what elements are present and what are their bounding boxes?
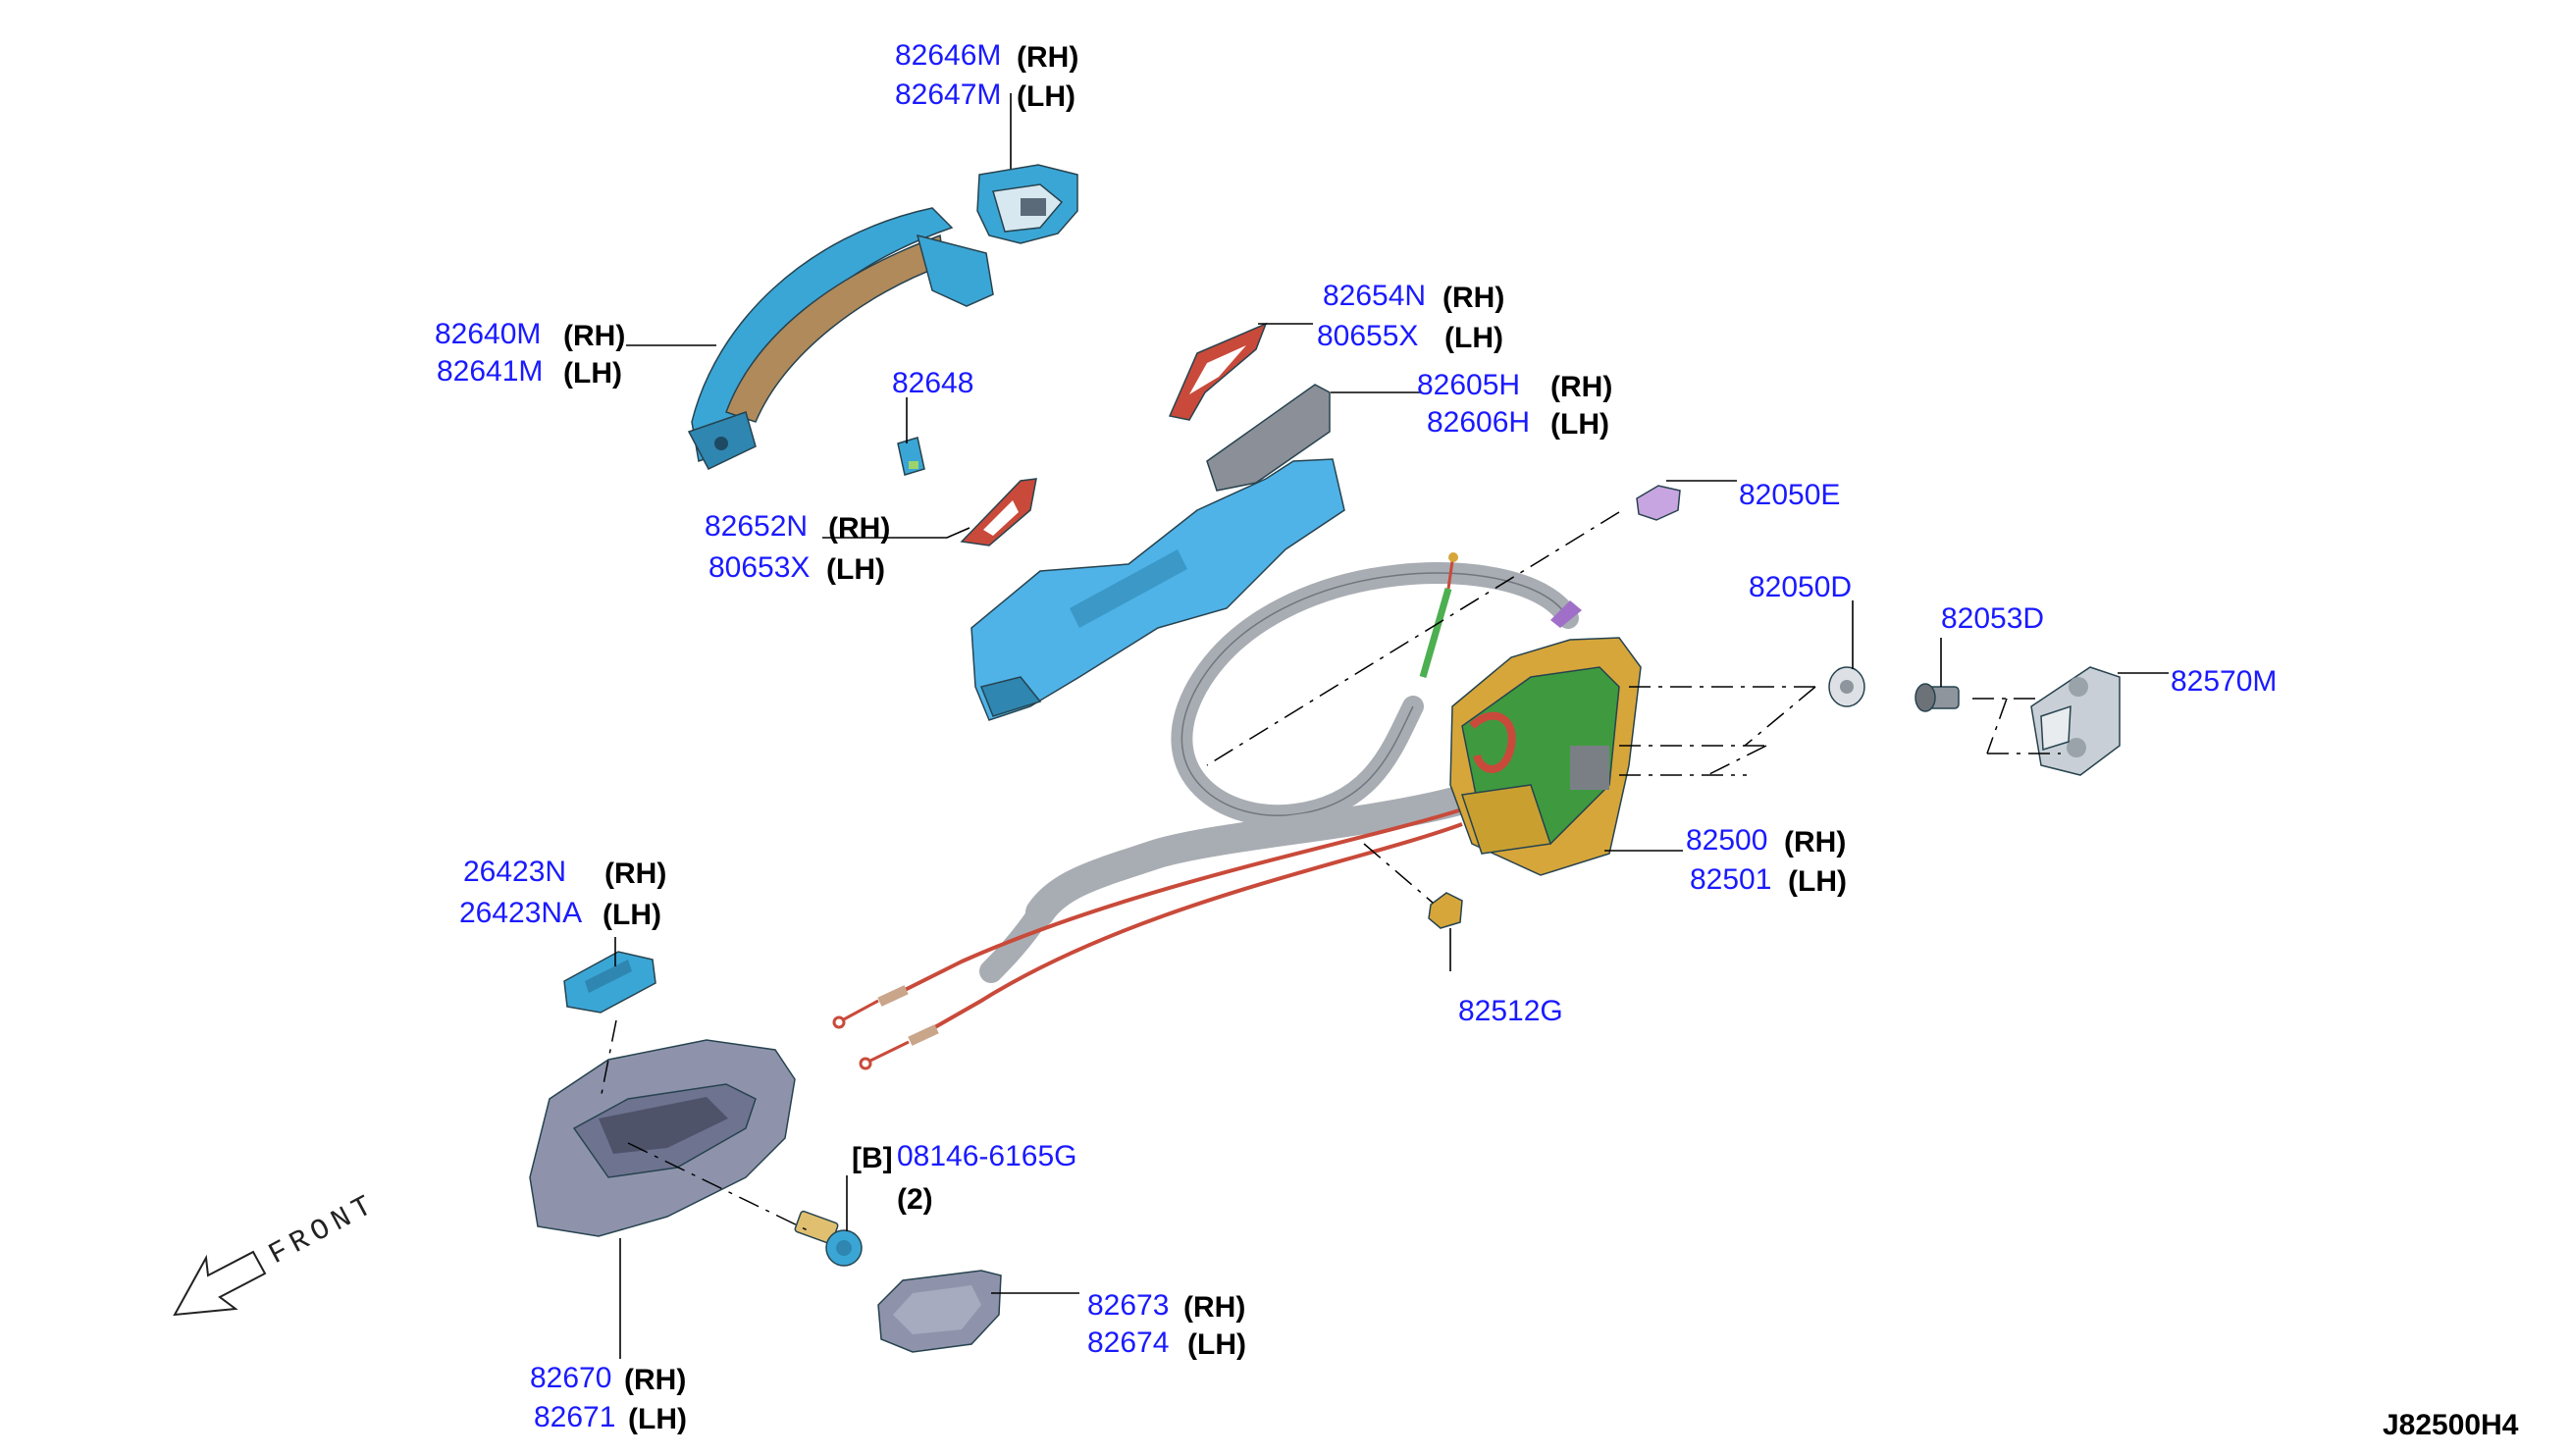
inner-handle-cover-part	[877, 1270, 1002, 1353]
grommet-part	[1828, 666, 1865, 707]
outer-handle-lh-tag: (LH)	[563, 357, 622, 390]
striker-part	[2030, 666, 2121, 776]
door-lock-actuator-part	[1449, 600, 1642, 876]
rear-gasket-part	[1168, 322, 1268, 421]
clip-part	[897, 437, 925, 476]
outer-cover-lh-tag: (LH)	[1017, 80, 1075, 113]
outer-cover-rh-tag: (RH)	[1017, 41, 1078, 74]
rear-gasket-lh-pn[interactable]: 80655X	[1317, 320, 1418, 352]
front-arrow-icon	[173, 1250, 267, 1317]
front-gasket-part	[960, 478, 1037, 546]
inner-cover-rh-tag: (RH)	[1183, 1291, 1245, 1324]
front-gasket-rh-tag: (RH)	[828, 512, 890, 545]
bolt-pn[interactable]: 08146-6165G	[897, 1140, 1077, 1172]
lock-actuator-lh-tag: (LH)	[1788, 865, 1847, 898]
lock-cable-part	[1171, 552, 1579, 827]
grommet-pn[interactable]: 82050D	[1749, 571, 1852, 603]
outer-handle-lh-pn[interactable]: 82641M	[437, 355, 543, 388]
rear-gasket-lh-tag: (LH)	[1444, 322, 1503, 354]
rear-gasket-rh-pn[interactable]: 82654N	[1323, 280, 1426, 312]
diagram-code: J82500H4	[2383, 1409, 2519, 1441]
outer-handle-part	[687, 207, 994, 470]
inner-escutcheon-part	[563, 951, 656, 1014]
inner-escutcheon-rh-tag: (RH)	[604, 858, 666, 890]
outer-cover-rh-pn[interactable]: 82646M	[895, 39, 1001, 72]
inner-escutcheon-rh-pn[interactable]: 26423N	[463, 856, 566, 888]
rod-holder-pn[interactable]: 82050E	[1739, 479, 1840, 511]
bracket-rh-pn[interactable]: 82605H	[1417, 369, 1520, 401]
inner-cover-lh-pn[interactable]: 82674	[1087, 1326, 1169, 1359]
bolt-part	[794, 1210, 863, 1267]
inner-handle-rh-tag: (RH)	[624, 1364, 686, 1396]
inner-handle-part	[529, 1039, 796, 1237]
inner-release-cables-part	[832, 785, 1477, 1070]
outer-handle-cover-part	[976, 164, 1078, 244]
assembly-dashed-lines	[600, 511, 2061, 1232]
small-clip-pn[interactable]: 82512G	[1458, 995, 1563, 1027]
inner-escutcheon-lh-tag: (LH)	[603, 899, 661, 931]
inner-handle-rh-pn[interactable]: 82670	[530, 1362, 611, 1394]
small-clip-part	[1428, 892, 1463, 929]
rear-gasket-rh-tag: (RH)	[1442, 282, 1504, 314]
front-gasket-lh-pn[interactable]: 80653X	[708, 551, 810, 584]
lock-actuator-lh-pn[interactable]: 82501	[1690, 863, 1771, 896]
front-gasket-lh-tag: (LH)	[826, 553, 885, 586]
front-label: FRONT	[264, 1187, 384, 1272]
clip-pn[interactable]: 82648	[892, 367, 973, 399]
front-gasket-rh-pn[interactable]: 82652N	[705, 510, 808, 543]
rod-holder-part	[1636, 485, 1681, 521]
handle-bracket-part	[970, 384, 1345, 721]
inner-cover-rh-pn[interactable]: 82673	[1087, 1289, 1169, 1322]
inner-cover-lh-tag: (LH)	[1187, 1328, 1246, 1361]
screw-part	[1914, 683, 1960, 712]
inner-handle-lh-tag: (LH)	[628, 1403, 687, 1435]
inner-escutcheon-lh-pn[interactable]: 26423NA	[459, 897, 582, 929]
lock-actuator-rh-tag: (RH)	[1784, 826, 1846, 858]
leader-lines	[614, 93, 2169, 1359]
bolt-qty: (2)	[897, 1183, 933, 1216]
outer-handle-rh-tag: (RH)	[563, 320, 625, 352]
bolt-bracket-tag: [B]	[852, 1142, 893, 1174]
screw-pn[interactable]: 82053D	[1941, 602, 2044, 635]
striker-pn[interactable]: 82570M	[2171, 665, 2277, 698]
inner-handle-lh-pn[interactable]: 82671	[534, 1401, 615, 1433]
bracket-lh-tag: (LH)	[1550, 408, 1609, 441]
bracket-rh-tag: (RH)	[1550, 371, 1612, 403]
outer-cover-lh-pn[interactable]: 82647M	[895, 78, 1001, 111]
outer-handle-rh-pn[interactable]: 82640M	[435, 318, 541, 350]
bracket-lh-pn[interactable]: 82606H	[1427, 406, 1530, 439]
lock-actuator-rh-pn[interactable]: 82500	[1686, 824, 1767, 857]
